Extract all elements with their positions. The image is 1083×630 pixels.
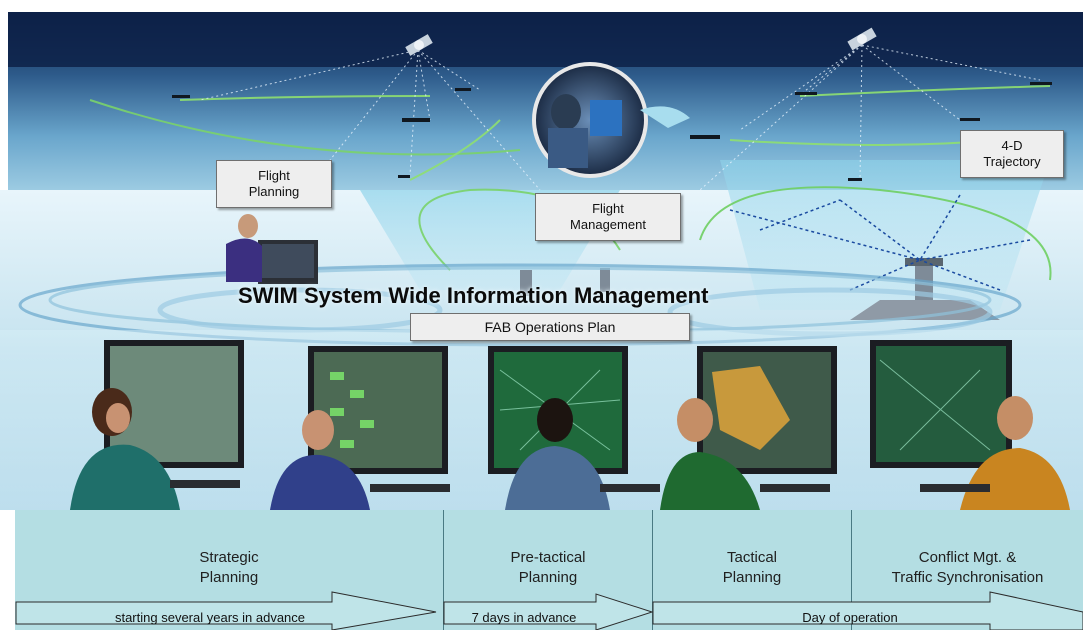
phase-conflict-line2: Traffic Synchronisation [891, 569, 1044, 586]
timeline-arrow-strategic [15, 591, 437, 630]
phase-tactical-line2: Planning [722, 569, 782, 586]
phase-pretactical-line2: Planning [518, 569, 578, 586]
satellite-left [405, 34, 433, 56]
flight-planning-callout: Flight Planning [216, 160, 332, 208]
trajectory-callout: 4-D Trajectory [960, 130, 1064, 178]
phase-strategic-line1: Strategic [199, 549, 259, 566]
flight-management-line2: Management [570, 217, 646, 232]
trajectory-line2: Trajectory [983, 154, 1041, 169]
flight-management-line1: Flight [592, 201, 624, 216]
timeline-arrow-day-of-operation [652, 591, 1083, 630]
flight-planning-line1: Flight [258, 168, 290, 183]
flight-planner-figure [226, 214, 318, 284]
timeline-label-day-of-operation: Day of operation [802, 610, 898, 625]
timeline-label-pretactical: 7 days in advance [471, 610, 577, 625]
swim-title: SWIM System Wide Information Management [238, 283, 709, 308]
phase-tactical-line1: Tactical [726, 549, 778, 566]
phase-pretactical-line1: Pre-tactical [510, 549, 586, 566]
timeline-label-strategic: starting several years in advance [114, 610, 306, 625]
phase-strategic-line2: Planning [199, 569, 259, 586]
fab-operations-plan-label: FAB Operations Plan [484, 319, 616, 335]
fab-operations-plan-callout: FAB Operations Plan [410, 313, 690, 341]
flight-management-callout: Flight Management [535, 193, 681, 241]
timeline-arrow-pretactical [443, 593, 654, 630]
satellite-right [847, 27, 877, 51]
flight-planning-line2: Planning [248, 184, 300, 199]
timeline-arrows [15, 591, 1083, 630]
cockpit-vignette [532, 62, 690, 178]
trajectory-line1: 4-D [1001, 138, 1023, 153]
phase-conflict-line1: Conflict Mgt. & [918, 549, 1017, 566]
operators [70, 388, 1070, 510]
